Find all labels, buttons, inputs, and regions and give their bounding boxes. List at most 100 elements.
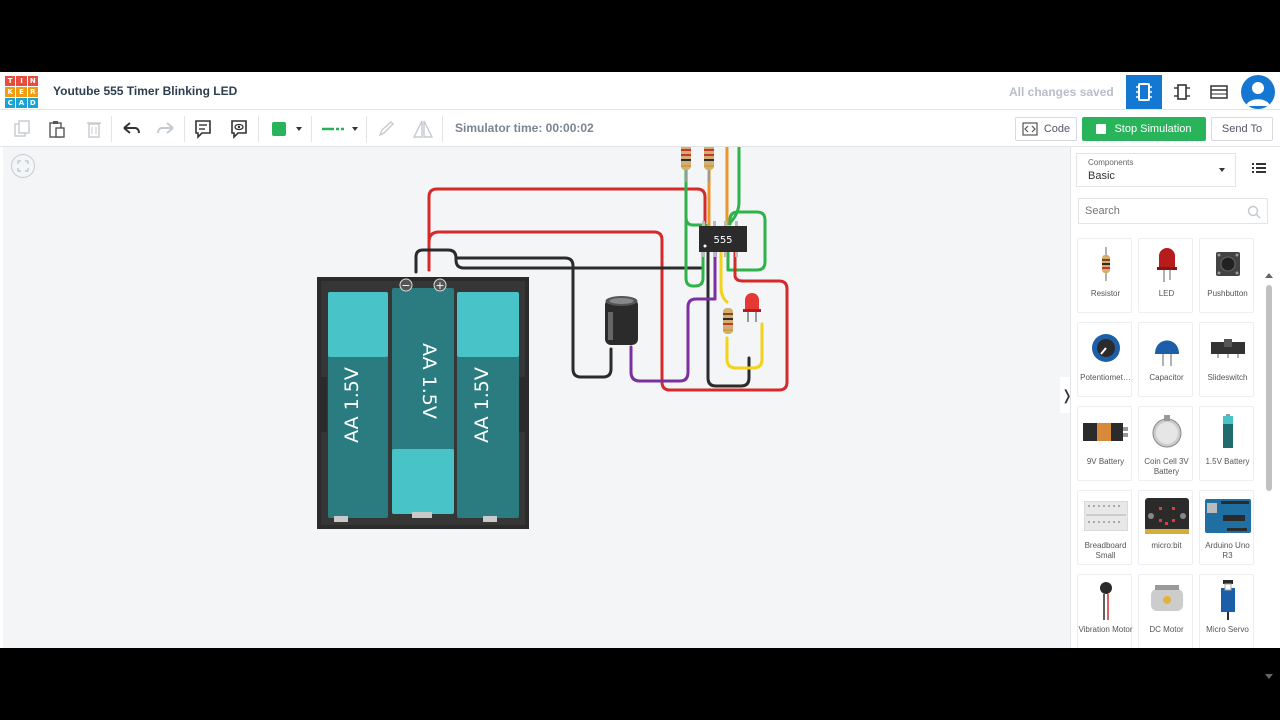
design-title[interactable]: Youtube 555 Timer Blinking LED — [53, 84, 238, 98]
resistor-1[interactable] — [681, 147, 691, 182]
component-tile[interactable]: Potentiomet… — [1077, 322, 1132, 397]
component-tile[interactable]: Coin Cell 3V Battery — [1138, 406, 1193, 481]
circuit-diagram[interactable]: AA 1.5V AA 1.5V AA 1.5V − + — [3, 147, 1070, 648]
redo-button[interactable] — [155, 118, 177, 140]
battery-minus-terminal[interactable] — [399, 278, 413, 292]
component-tile[interactable]: Capacitor — [1138, 322, 1193, 397]
component-tile[interactable]: Slideswitch — [1199, 322, 1254, 397]
notes-button[interactable] — [192, 118, 214, 140]
schematic-icon — [1174, 84, 1190, 100]
code-button-label: Code — [1043, 123, 1071, 135]
wire-black-cap[interactable] — [454, 256, 613, 379]
user-avatar[interactable] — [1241, 75, 1275, 109]
note-icon — [195, 120, 211, 139]
component-tile[interactable]: Arduino Uno R3 — [1199, 490, 1254, 565]
wire-black-lower[interactable] — [706, 249, 751, 388]
delete-button[interactable] — [83, 118, 105, 140]
led-red[interactable] — [743, 293, 761, 322]
component-list-view-button[interactable] — [1201, 75, 1237, 109]
list-view-button[interactable] — [1252, 161, 1266, 179]
battery-label-left: AA 1.5V — [341, 367, 363, 443]
wire-yellow-loop[interactable] — [725, 322, 764, 370]
component-tile[interactable]: LED — [1138, 238, 1193, 313]
code-button[interactable]: Code — [1015, 117, 1077, 141]
stop-simulation-button[interactable]: Stop Simulation — [1082, 117, 1206, 141]
send-to-button[interactable]: Send To — [1211, 117, 1273, 141]
arduino-icon — [1204, 499, 1251, 533]
logo-letter: E — [16, 87, 27, 97]
wire-green-right[interactable] — [726, 210, 767, 272]
battery-cell-right: AA 1.5V — [457, 292, 519, 522]
vibration-motor-icon — [1099, 582, 1112, 620]
wire-black-main[interactable] — [414, 248, 703, 274]
component-tile[interactable]: Breadboard Small — [1077, 490, 1132, 565]
undo-button[interactable] — [120, 118, 142, 140]
circuit-view-button[interactable] — [1126, 75, 1162, 109]
component-tile-label: Resistor — [1090, 289, 1121, 298]
workplane-canvas[interactable]: AA 1.5V AA 1.5V AA 1.5V − + — [3, 147, 1070, 648]
resistor-3[interactable] — [723, 308, 733, 334]
components-dropdown-value: Basic — [1088, 170, 1115, 182]
capacitor-electrolytic[interactable] — [605, 296, 638, 345]
dc-motor-icon — [1150, 585, 1183, 611]
rotate-button[interactable] — [375, 118, 397, 140]
component-tile-label: micro:bit — [1151, 541, 1182, 550]
wire-green-bottom[interactable] — [684, 180, 705, 288]
flip-button[interactable] — [412, 118, 434, 140]
component-tile-label: Pushbutton — [1207, 289, 1248, 298]
wire-yellow-left[interactable] — [719, 250, 729, 304]
wire-red-top[interactable] — [427, 187, 707, 272]
component-tile[interactable]: 1.5V Battery — [1199, 406, 1254, 481]
notes-visibility-button[interactable] — [228, 118, 250, 140]
component-tile[interactable]: micro:bit — [1138, 490, 1193, 565]
chevron-right-icon: ❭ — [1061, 386, 1073, 403]
component-tile-label: Potentiomet… — [1080, 373, 1131, 382]
battery-label-middle: AA 1.5V — [418, 343, 440, 419]
zoom-to-fit-button[interactable] — [11, 154, 35, 178]
component-tile[interactable]: Resistor — [1077, 238, 1132, 313]
component-tile[interactable]: Vibration Motor — [1077, 574, 1133, 648]
logo-letter: R — [27, 87, 38, 97]
component-tile[interactable]: 9V Battery — [1077, 406, 1132, 481]
save-status: All changes saved — [1009, 85, 1114, 99]
trash-icon — [87, 122, 101, 138]
component-tile-label: Micro Servo — [1206, 625, 1249, 634]
components-dropdown[interactable]: Components Basic — [1076, 153, 1236, 187]
sidebar-scrollbar[interactable] — [1264, 238, 1274, 714]
component-tile[interactable]: DC Motor — [1138, 574, 1193, 648]
component-tile[interactable]: Micro Servo — [1199, 574, 1254, 648]
breadboard-icon — [1083, 501, 1128, 531]
component-tile-label: 9V Battery — [1086, 457, 1125, 466]
simulator-time: Simulator time: 00:00:02 — [455, 121, 594, 135]
battery-plus-terminal[interactable] — [433, 278, 447, 292]
copy-icon — [14, 120, 30, 137]
search-icon — [1247, 205, 1261, 224]
component-search-input[interactable] — [1078, 198, 1268, 224]
component-tile-label: DC Motor — [1149, 625, 1184, 634]
component-tile[interactable]: Pushbutton — [1199, 238, 1254, 313]
battery-pack[interactable]: AA 1.5V AA 1.5V AA 1.5V − + — [317, 277, 529, 529]
wire-red-second[interactable] — [427, 230, 685, 392]
component-tile-label: LED — [1158, 289, 1175, 298]
logo-letter: D — [27, 98, 38, 108]
copy-button[interactable] — [11, 118, 33, 140]
pen-icon — [378, 121, 394, 137]
component-tile-label: Vibration Motor — [1078, 625, 1133, 634]
battery-9v-icon — [1082, 423, 1128, 441]
color-picker[interactable] — [266, 118, 308, 140]
schematic-view-button[interactable] — [1164, 75, 1200, 109]
chevron-down-icon — [352, 127, 358, 131]
battery-label-right: AA 1.5V — [471, 367, 493, 443]
component-tile-label: Arduino Uno R3 — [1205, 541, 1250, 560]
wire-purple[interactable] — [629, 249, 717, 383]
battery-minus-label: − — [401, 279, 410, 292]
ic-555[interactable]: 555 — [699, 221, 747, 257]
wire-type-picker[interactable] — [318, 118, 362, 140]
resistor-2[interactable] — [704, 147, 714, 182]
paste-button[interactable] — [46, 118, 68, 140]
wire-red-right[interactable] — [666, 249, 789, 392]
wire-style-icon — [322, 127, 344, 131]
pushbutton-icon — [1215, 252, 1240, 276]
